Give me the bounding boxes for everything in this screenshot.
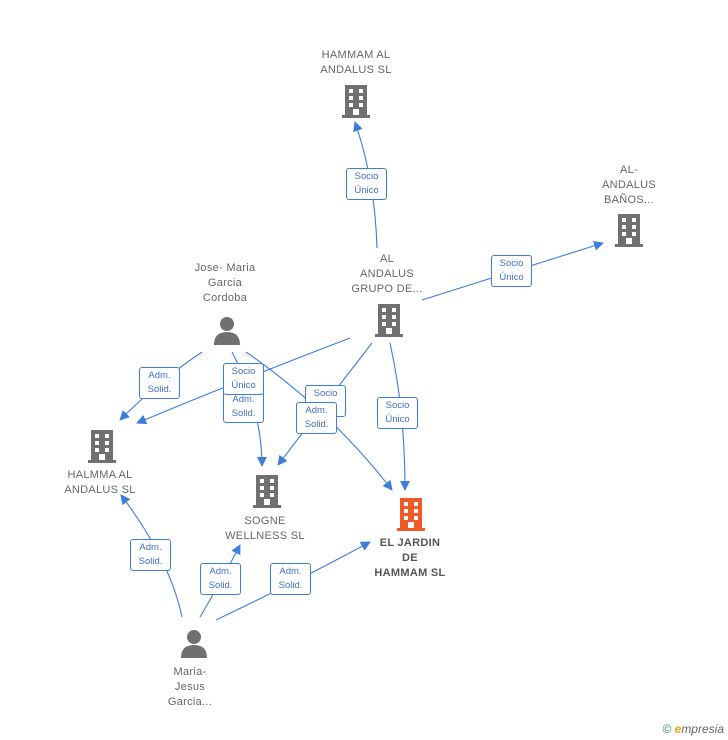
node-label-el-jardin[interactable]: EL JARDIN DE HAMMAM SL — [374, 537, 446, 579]
node-label-al-andalus-banos[interactable]: AL- ANDALUS BAÑOS... — [601, 164, 657, 206]
edge-label-maria-jardin: Adm. Solid. — [270, 563, 311, 595]
edge-label-jose-halmma: Adm. Solid. — [139, 367, 180, 399]
edge-label-maria-sogne: Adm. Solid. — [200, 563, 241, 595]
copyright-symbol: © — [662, 722, 672, 736]
brand-logo: empresia — [674, 722, 724, 736]
building-icon[interactable] — [251, 473, 283, 509]
building-icon[interactable] — [373, 302, 405, 338]
edge-label-grupo-banos: Socio Único — [491, 255, 532, 287]
node-label-jose-maria[interactable]: Jose- Maria Garcia Cordoba — [194, 262, 256, 304]
building-icon[interactable] — [613, 212, 645, 248]
person-icon[interactable] — [179, 628, 209, 658]
edge-label-grupo-sogne: Socio Único — [223, 363, 264, 395]
node-label-hammam-al-andalus[interactable]: HAMMAM AL ANDALUS SL — [320, 49, 392, 76]
edge-label-jose-jardin: Adm. Solid. — [296, 402, 337, 434]
building-icon[interactable] — [340, 83, 372, 119]
node-label-maria-jesus[interactable]: Maria- Jesus Garcia... — [167, 666, 213, 708]
node-label-al-andalus-grupo[interactable]: AL ANDALUS GRUPO DE... — [351, 253, 423, 295]
brand-footer: © empresia — [662, 722, 724, 736]
node-label-halmma[interactable]: HALMMA AL ANDALUS SL — [64, 469, 136, 496]
building-icon[interactable] — [86, 428, 118, 464]
edge-label-maria-halmma: Adm. Solid. — [130, 539, 171, 571]
edge-label-grupo-jardin: Socio Único — [377, 397, 418, 429]
edge-label-grupo-hammam: Socio Único — [346, 168, 387, 200]
building-icon-focus[interactable] — [395, 496, 427, 532]
edge-label-jose-sogne: Adm. Solid. — [223, 391, 264, 423]
person-icon[interactable] — [212, 315, 242, 345]
node-label-sogne[interactable]: SOGNE WELLNESS SL — [225, 515, 305, 542]
